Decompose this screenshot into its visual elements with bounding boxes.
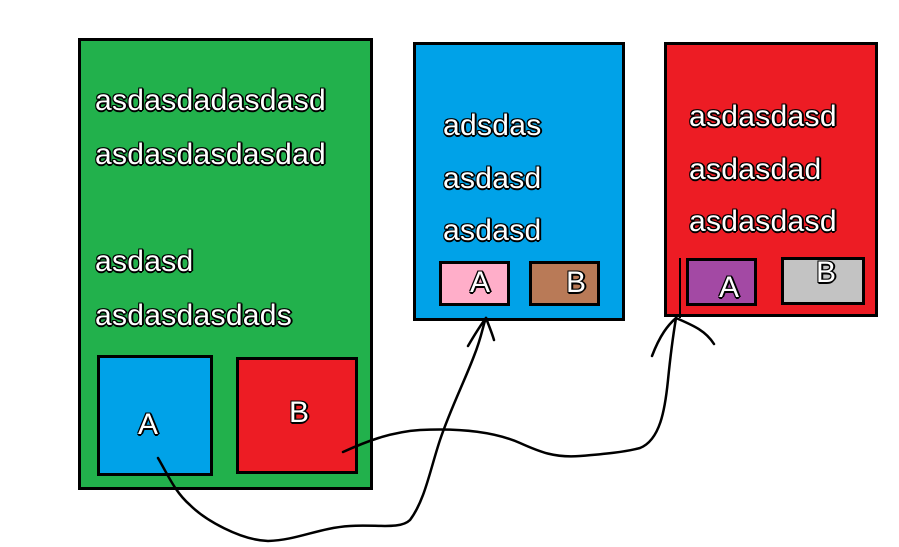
arrow-head-blue-right [484,316,496,342]
green-panel-line-1: asdasdadasdasd [95,84,327,117]
red-panel-line-1: asdasdasd [689,100,837,133]
green-button-b[interactable]: B [236,357,358,474]
blue-panel-line-3: asdasd [443,214,542,247]
green-button-b-label: B [289,396,310,429]
arrow-head-blue-left [466,316,488,348]
red-panel-line-2: asdasdad [689,153,822,186]
green-panel-line-3: asdasd [95,245,194,278]
blue-button-a-label: A [470,266,491,299]
red-button-b[interactable]: B [781,257,865,305]
arrow-head-red-right [674,316,716,346]
blue-button-a[interactable]: A [439,261,510,306]
blue-panel-line-2: asdasd [443,162,542,195]
red-button-b-label: B [816,256,837,289]
arrow-head-red-left [650,316,678,358]
red-button-a[interactable]: A [686,258,757,306]
blue-button-b-label: B [566,266,587,299]
green-panel-line-4: asdasdasdads [95,299,293,332]
blue-button-b[interactable]: B [529,261,600,306]
green-button-a[interactable]: A [97,355,213,476]
arrow-green-b-to-red [341,316,678,458]
red-button-a-label: A [719,271,740,304]
green-button-a-label: A [138,408,159,441]
green-panel-line-2: asdasdasdasdad [95,138,327,171]
red-panel-line-3: asdasdasd [689,205,837,238]
blue-panel-line-1: adsdas [443,109,542,142]
